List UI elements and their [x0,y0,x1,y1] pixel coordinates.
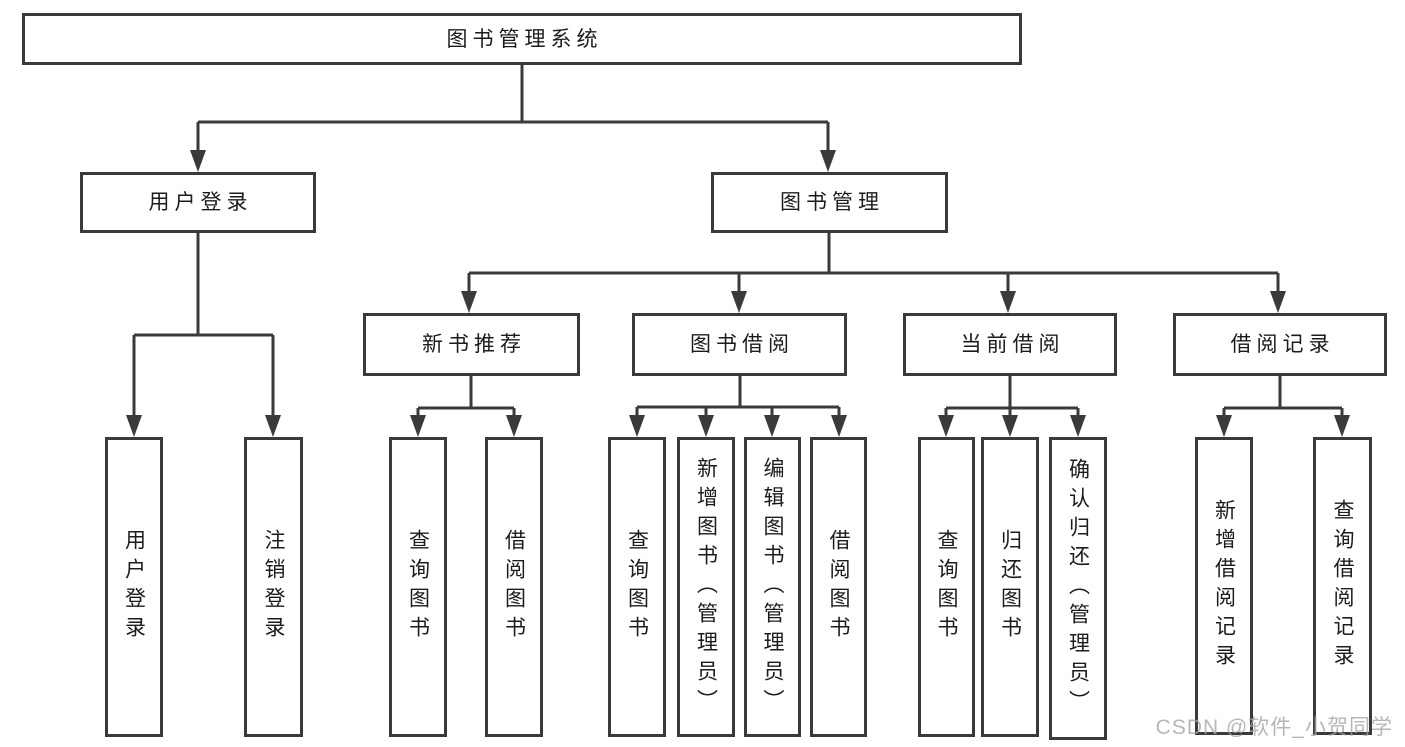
node-label: 借阅记录 [1230,333,1335,356]
node-borrowing-records: 借阅记录 [1173,313,1387,376]
arrow-icon [265,415,281,437]
leaf-return-books: 归还图书 [981,437,1039,737]
leaf-borrow-books-recommend: 借阅图书 [485,437,543,737]
leaf-add-books-admin: 新增图书（管理员） [677,437,735,737]
arrow-icon [820,150,836,172]
node-label: 查询图书 [625,529,649,645]
node-library-system: 图书管理系统 [22,13,1022,65]
arrow-icon [629,415,645,437]
arrowheads [126,150,1350,437]
node-label: 借阅图书 [827,529,850,645]
arrow-icon [1334,415,1350,437]
leaf-borrow-books-borrowing: 借阅图书 [810,437,867,737]
node-label: 用户登录 [148,191,253,214]
csdn-watermark: CSDN @软件_小贺同学 [1155,716,1393,739]
leaf-user-login: 用户登录 [105,437,163,737]
leaf-logout-login: 注销登录 [244,437,303,737]
node-label: 编辑图书（管理员） [761,456,784,718]
node-label: 借阅图书 [502,529,526,645]
node-label: 新增图书（管理员） [694,456,718,718]
node-label: 注销登录 [262,529,285,645]
node-label: 图书管理系统 [446,27,603,51]
node-user-login: 用户登录 [80,172,316,233]
node-new-book-recommend: 新书推荐 [363,313,580,376]
node-book-borrowing: 图书借阅 [632,313,847,376]
leaf-edit-books-admin: 编辑图书（管理员） [744,437,801,737]
node-label: 图书借阅 [690,333,794,356]
node-label: 新书推荐 [422,333,526,356]
arrow-icon [1216,415,1232,437]
node-label: 查询借阅记录 [1331,499,1354,673]
arrow-icon [506,415,522,437]
connector-lines [132,65,1344,421]
arrow-icon [1270,291,1286,313]
leaf-query-books-recommend: 查询图书 [389,437,447,737]
leaf-query-books-current: 查询图书 [918,437,975,737]
arrow-icon [126,415,142,437]
arrow-icon [764,415,780,437]
arrow-icon [1000,291,1016,313]
node-label: 用户登录 [122,529,146,645]
leaf-add-borrow-record: 新增借阅记录 [1195,437,1253,735]
node-label: 查询图书 [935,529,958,645]
arrow-icon [410,415,426,437]
arrow-icon [190,150,206,172]
arrow-icon [1070,415,1086,437]
node-label: 归还图书 [998,529,1022,645]
leaf-query-books-borrowing: 查询图书 [608,437,666,737]
node-label: 新增借阅记录 [1212,499,1236,673]
node-label: 当前借阅 [960,333,1065,356]
node-book-management: 图书管理 [711,172,948,233]
arrow-icon [1002,415,1018,437]
arrow-icon [461,291,477,313]
node-current-borrowing: 当前借阅 [903,313,1117,376]
arrow-icon [831,415,847,437]
arrow-icon [938,415,954,437]
leaf-query-borrow-record: 查询借阅记录 [1313,437,1372,735]
arrow-icon [731,291,747,313]
node-label: 确认归还（管理员） [1066,458,1090,719]
arrow-icon [698,415,714,437]
leaf-confirm-return-admin: 确认归还（管理员） [1049,437,1107,740]
node-label: 查询图书 [406,529,430,645]
node-label: 图书管理 [780,191,884,214]
